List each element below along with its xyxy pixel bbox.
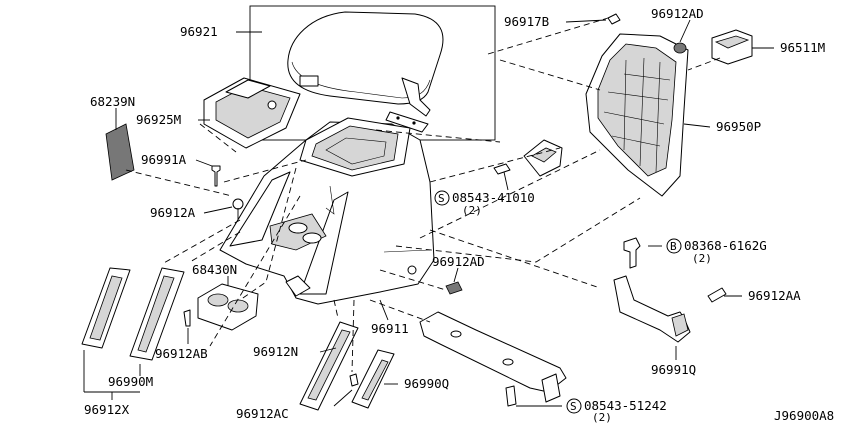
screw-96912AC bbox=[349, 373, 359, 387]
qty-08368-6162G: (2) bbox=[692, 252, 712, 265]
clip-96917B bbox=[607, 13, 621, 25]
label-96912AD-mid: 96912AD bbox=[432, 254, 485, 269]
cupholder-insert-group: 68430N bbox=[192, 262, 259, 331]
bracket-96991Q-group: 96991Q bbox=[613, 275, 696, 377]
screw-08543-51242-group: S 08543-51242 (2) bbox=[505, 385, 667, 424]
bolt-group: B 08368-6162G (2) bbox=[623, 237, 767, 269]
label-96911: 96911 bbox=[371, 321, 409, 336]
label-96912X: 96912X bbox=[84, 402, 130, 417]
label-08543-41010: 08543-41010 bbox=[452, 190, 535, 205]
label-68430N: 68430N bbox=[192, 262, 237, 277]
label-96921: 96921 bbox=[180, 24, 218, 39]
lid-hinge-plate bbox=[385, 111, 429, 133]
screw-96912AA-group: 96912AA bbox=[707, 287, 801, 303]
label-08368-6162G: 08368-6162G bbox=[684, 238, 767, 253]
trim-strip-left-group: 96990M 96912X bbox=[81, 267, 185, 417]
armrest-lid-group: 96921 bbox=[180, 5, 496, 141]
label-96912A: 96912A bbox=[150, 205, 196, 220]
bolt-symbol-B-text: B bbox=[670, 240, 677, 253]
screw-96912AD-mid-group: 96912AD bbox=[432, 254, 485, 295]
label-68239N: 68239N bbox=[90, 94, 135, 109]
screw-96912AD-top bbox=[673, 42, 687, 54]
long-bracket-group bbox=[419, 311, 567, 403]
screw-96912AB-group: 96912AB bbox=[155, 309, 208, 361]
console-mat bbox=[105, 123, 135, 181]
label-96991A: 96991A bbox=[141, 152, 187, 167]
label-96912AA: 96912AA bbox=[748, 288, 801, 303]
clip-96991A-group: 96991A bbox=[141, 152, 221, 187]
armrest-lid bbox=[287, 11, 444, 105]
screw-96912AD-top-group: 96912AD bbox=[651, 6, 704, 54]
assembly-dashed-lines bbox=[125, 17, 721, 373]
console-left-rib bbox=[229, 171, 291, 247]
label-96990M: 96990M bbox=[108, 374, 153, 389]
screw-96912AB bbox=[183, 309, 191, 327]
label-96912AD-top: 96912AD bbox=[651, 6, 704, 21]
screw-08543-51242 bbox=[505, 385, 517, 407]
diagram-id: J96900A8 bbox=[774, 408, 834, 423]
lid-latch bbox=[299, 75, 319, 87]
label-96925M: 96925M bbox=[136, 112, 181, 127]
screw-symbol-S-2 bbox=[566, 398, 582, 414]
bracket-switch-group: S 08543-41010 (2) bbox=[434, 139, 563, 217]
bolt-08368-6162G bbox=[623, 237, 641, 269]
qty-08543-51242: (2) bbox=[592, 411, 612, 424]
screw-symbol-S-1 bbox=[434, 190, 450, 206]
qty-08543-41010: (2) bbox=[462, 204, 482, 217]
screw-96912AA bbox=[707, 287, 727, 303]
label-96950P: 96950P bbox=[716, 119, 761, 134]
screw-08543-41010 bbox=[493, 163, 511, 175]
screw-96912AD-mid bbox=[445, 281, 463, 295]
clip-96991A bbox=[211, 165, 221, 187]
side-panel-group: 96950P bbox=[585, 33, 761, 197]
ashtray-group: 96511M bbox=[711, 29, 825, 65]
screw-96912A-group: 96912A bbox=[150, 198, 244, 222]
label-96511M: 96511M bbox=[780, 40, 825, 55]
label-96912N: 96912N bbox=[253, 344, 298, 359]
console-body-group: 96911 bbox=[219, 117, 435, 336]
storage-tray-group: 96925M bbox=[136, 77, 301, 149]
screw-symbol-S-1-text: S bbox=[438, 192, 445, 205]
label-96912AB: 96912AB bbox=[155, 346, 208, 361]
screw-symbol-S-2-text: S bbox=[570, 400, 577, 413]
label-96912AC: 96912AC bbox=[236, 406, 289, 421]
label-96990Q: 96990Q bbox=[404, 376, 449, 391]
lid-hinge bbox=[401, 77, 431, 117]
bolt-symbol-B bbox=[666, 238, 682, 254]
mat-group: 68239N bbox=[90, 94, 135, 181]
label-96991Q: 96991Q bbox=[651, 362, 696, 377]
label-08543-51242: 08543-51242 bbox=[584, 398, 667, 413]
clip-96917B-group: 96917B bbox=[504, 13, 621, 29]
front-trim-group: 96912N 96912AC 96990Q bbox=[236, 321, 449, 421]
label-96917B: 96917B bbox=[504, 14, 549, 29]
